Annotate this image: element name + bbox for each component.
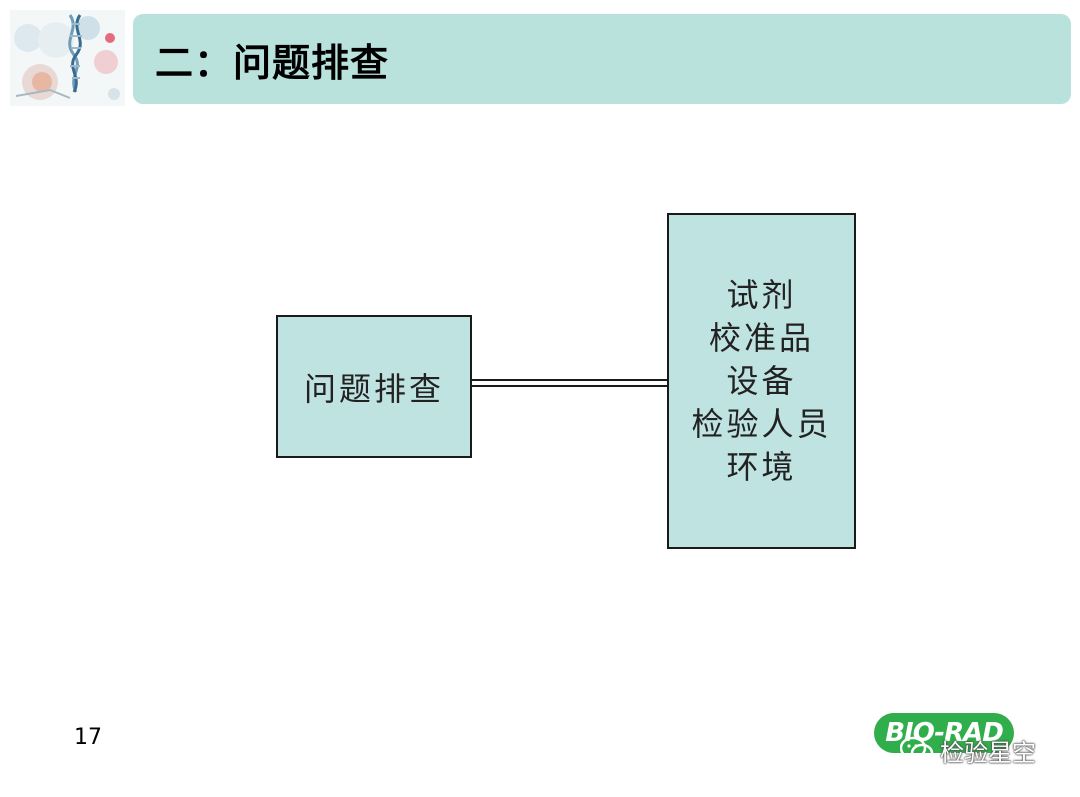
connector-line — [472, 379, 667, 387]
slide-title: 二：问题排查 — [155, 41, 390, 85]
bio-rad-logo: BIO-RAD — [874, 713, 1014, 753]
problem-check-box: 问题排查 — [276, 315, 472, 458]
wechat-icon — [900, 736, 934, 763]
problem-check-label: 问题排查 — [303, 369, 444, 408]
page-number: 17 — [74, 725, 102, 750]
dna-lab-illustration — [10, 10, 125, 106]
factor-item: 设备 — [726, 361, 797, 400]
factors-box: 试剂 校准品 设备 检验人员 环境 — [667, 213, 856, 549]
factor-item: 检验人员 — [691, 404, 832, 443]
watermark-text: 检验星空 — [940, 738, 1036, 767]
header-decorative-image — [10, 10, 125, 106]
title-bar — [133, 14, 1071, 104]
watermark: 检验星空 — [900, 734, 1036, 767]
factor-item: 试剂 — [726, 275, 797, 314]
factor-item: 环境 — [726, 447, 797, 486]
factor-item: 校准品 — [708, 318, 814, 357]
